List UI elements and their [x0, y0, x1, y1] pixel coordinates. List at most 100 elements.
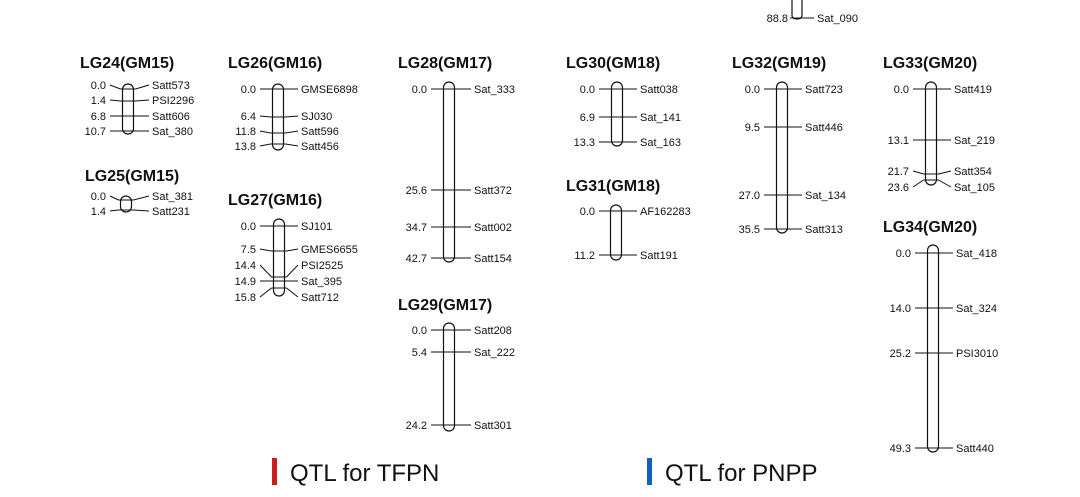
marker-name: Satt440 [956, 443, 994, 455]
marker-connector [133, 209, 150, 212]
marker-position: 10.7 [85, 126, 106, 138]
marker-name: Satt313 [805, 224, 843, 236]
marker-connector [938, 170, 952, 175]
marker-position: 13.3 [574, 137, 595, 149]
marker-position: 13.1 [888, 135, 909, 147]
marker-position: 15.8 [235, 292, 256, 304]
legend-label: QTL for PNPP [665, 460, 817, 487]
position-connector [109, 195, 119, 201]
position-connector [259, 264, 272, 278]
marker-connector [286, 287, 299, 298]
linkage-group-lg-top: 88.8 Sat_090 [767, 0, 858, 25]
marker-name: Sat_324 [956, 303, 997, 315]
marker-connector [133, 195, 150, 201]
marker-connector [286, 248, 299, 252]
marker-position: 25.6 [406, 185, 427, 197]
marker-name: Sat_105 [954, 182, 995, 194]
chromosome-bar [610, 81, 624, 147]
marker-position: 0.0 [894, 84, 909, 96]
position-connector [109, 209, 119, 212]
marker-position: 0.0 [412, 325, 427, 337]
marker-position: 49.3 [890, 443, 911, 455]
chromosome-bar [775, 81, 789, 234]
marker-name: Satt002 [474, 222, 512, 234]
marker-name: Sat_141 [640, 112, 681, 124]
marker-position: 88.8 [767, 13, 788, 25]
marker-name: Sat_380 [152, 126, 193, 138]
marker-name: Sat_163 [640, 137, 681, 149]
chromosome-bar [442, 322, 456, 432]
marker-position: 0.0 [241, 84, 256, 96]
marker-name: SJ101 [301, 221, 332, 233]
marker-position: 42.7 [406, 253, 427, 265]
marker-name: Satt606 [152, 111, 190, 123]
legend-item: QTL for PNPP [647, 458, 817, 487]
linkage-group-title: LG25(GM15) [85, 168, 179, 185]
marker-name: Sat_381 [152, 191, 193, 203]
marker-position: 34.7 [406, 222, 427, 234]
marker-name: Satt038 [640, 84, 678, 96]
chromosome-bar [119, 195, 133, 213]
marker-connector [285, 130, 299, 134]
linkage-group-title: LG34(GM20) [883, 219, 977, 236]
marker-name: PSI2525 [301, 260, 343, 272]
marker-name: Satt372 [474, 185, 512, 197]
marker-name: Satt231 [152, 206, 190, 218]
marker-position: 0.0 [580, 84, 595, 96]
marker-position: 11.2 [574, 250, 595, 262]
marker-position: 6.9 [580, 112, 595, 124]
position-connector [259, 287, 272, 298]
marker-position: 0.0 [91, 80, 106, 92]
legend-item: QTL for TFPN [272, 458, 439, 487]
linkage-group-title: LG27(GM16) [228, 192, 322, 209]
marker-position: 5.4 [412, 347, 427, 359]
marker-name: Sat_222 [474, 347, 515, 359]
marker-name: Sat_395 [301, 276, 342, 288]
marker-position: 6.4 [241, 111, 256, 123]
linkage-group-title: LG31(GM18) [566, 178, 660, 195]
marker-position: 0.0 [896, 248, 911, 260]
position-connector [912, 179, 924, 188]
marker-name: Sat_090 [817, 13, 858, 25]
linkage-group-title: LG32(GM19) [732, 55, 826, 72]
marker-position: 14.9 [235, 276, 256, 288]
marker-name: Sat_418 [956, 248, 997, 260]
position-connector [259, 115, 271, 118]
legend-swatch [272, 458, 277, 485]
marker-position: 14.4 [235, 260, 256, 272]
marker-name: Satt723 [805, 84, 843, 96]
marker-position: 25.2 [890, 348, 911, 360]
marker-connector [285, 143, 299, 147]
marker-connector [135, 84, 150, 90]
marker-position: 21.7 [888, 166, 909, 178]
marker-name: PSI2296 [152, 95, 194, 107]
position-connector [109, 99, 121, 102]
marker-name: AF162283 [640, 206, 691, 218]
marker-name: Satt191 [640, 250, 678, 262]
marker-name: Satt154 [474, 253, 512, 265]
marker-position: 9.5 [745, 122, 760, 134]
linkage-group-title: LG33(GM20) [883, 55, 977, 72]
marker-name: Sat_333 [474, 84, 515, 96]
marker-position: 13.8 [235, 141, 256, 153]
marker-name: Satt208 [474, 325, 512, 337]
position-connector [259, 130, 271, 134]
legend-swatch [647, 458, 652, 485]
marker-connector [285, 115, 299, 118]
marker-position: 0.0 [745, 84, 760, 96]
marker-position: 24.2 [406, 420, 427, 432]
marker-position: 0.0 [91, 191, 106, 203]
marker-position: 14.0 [890, 303, 911, 315]
chromosome-bar [609, 204, 623, 261]
marker-position: 0.0 [241, 221, 256, 233]
marker-name: Sat_219 [954, 135, 995, 147]
